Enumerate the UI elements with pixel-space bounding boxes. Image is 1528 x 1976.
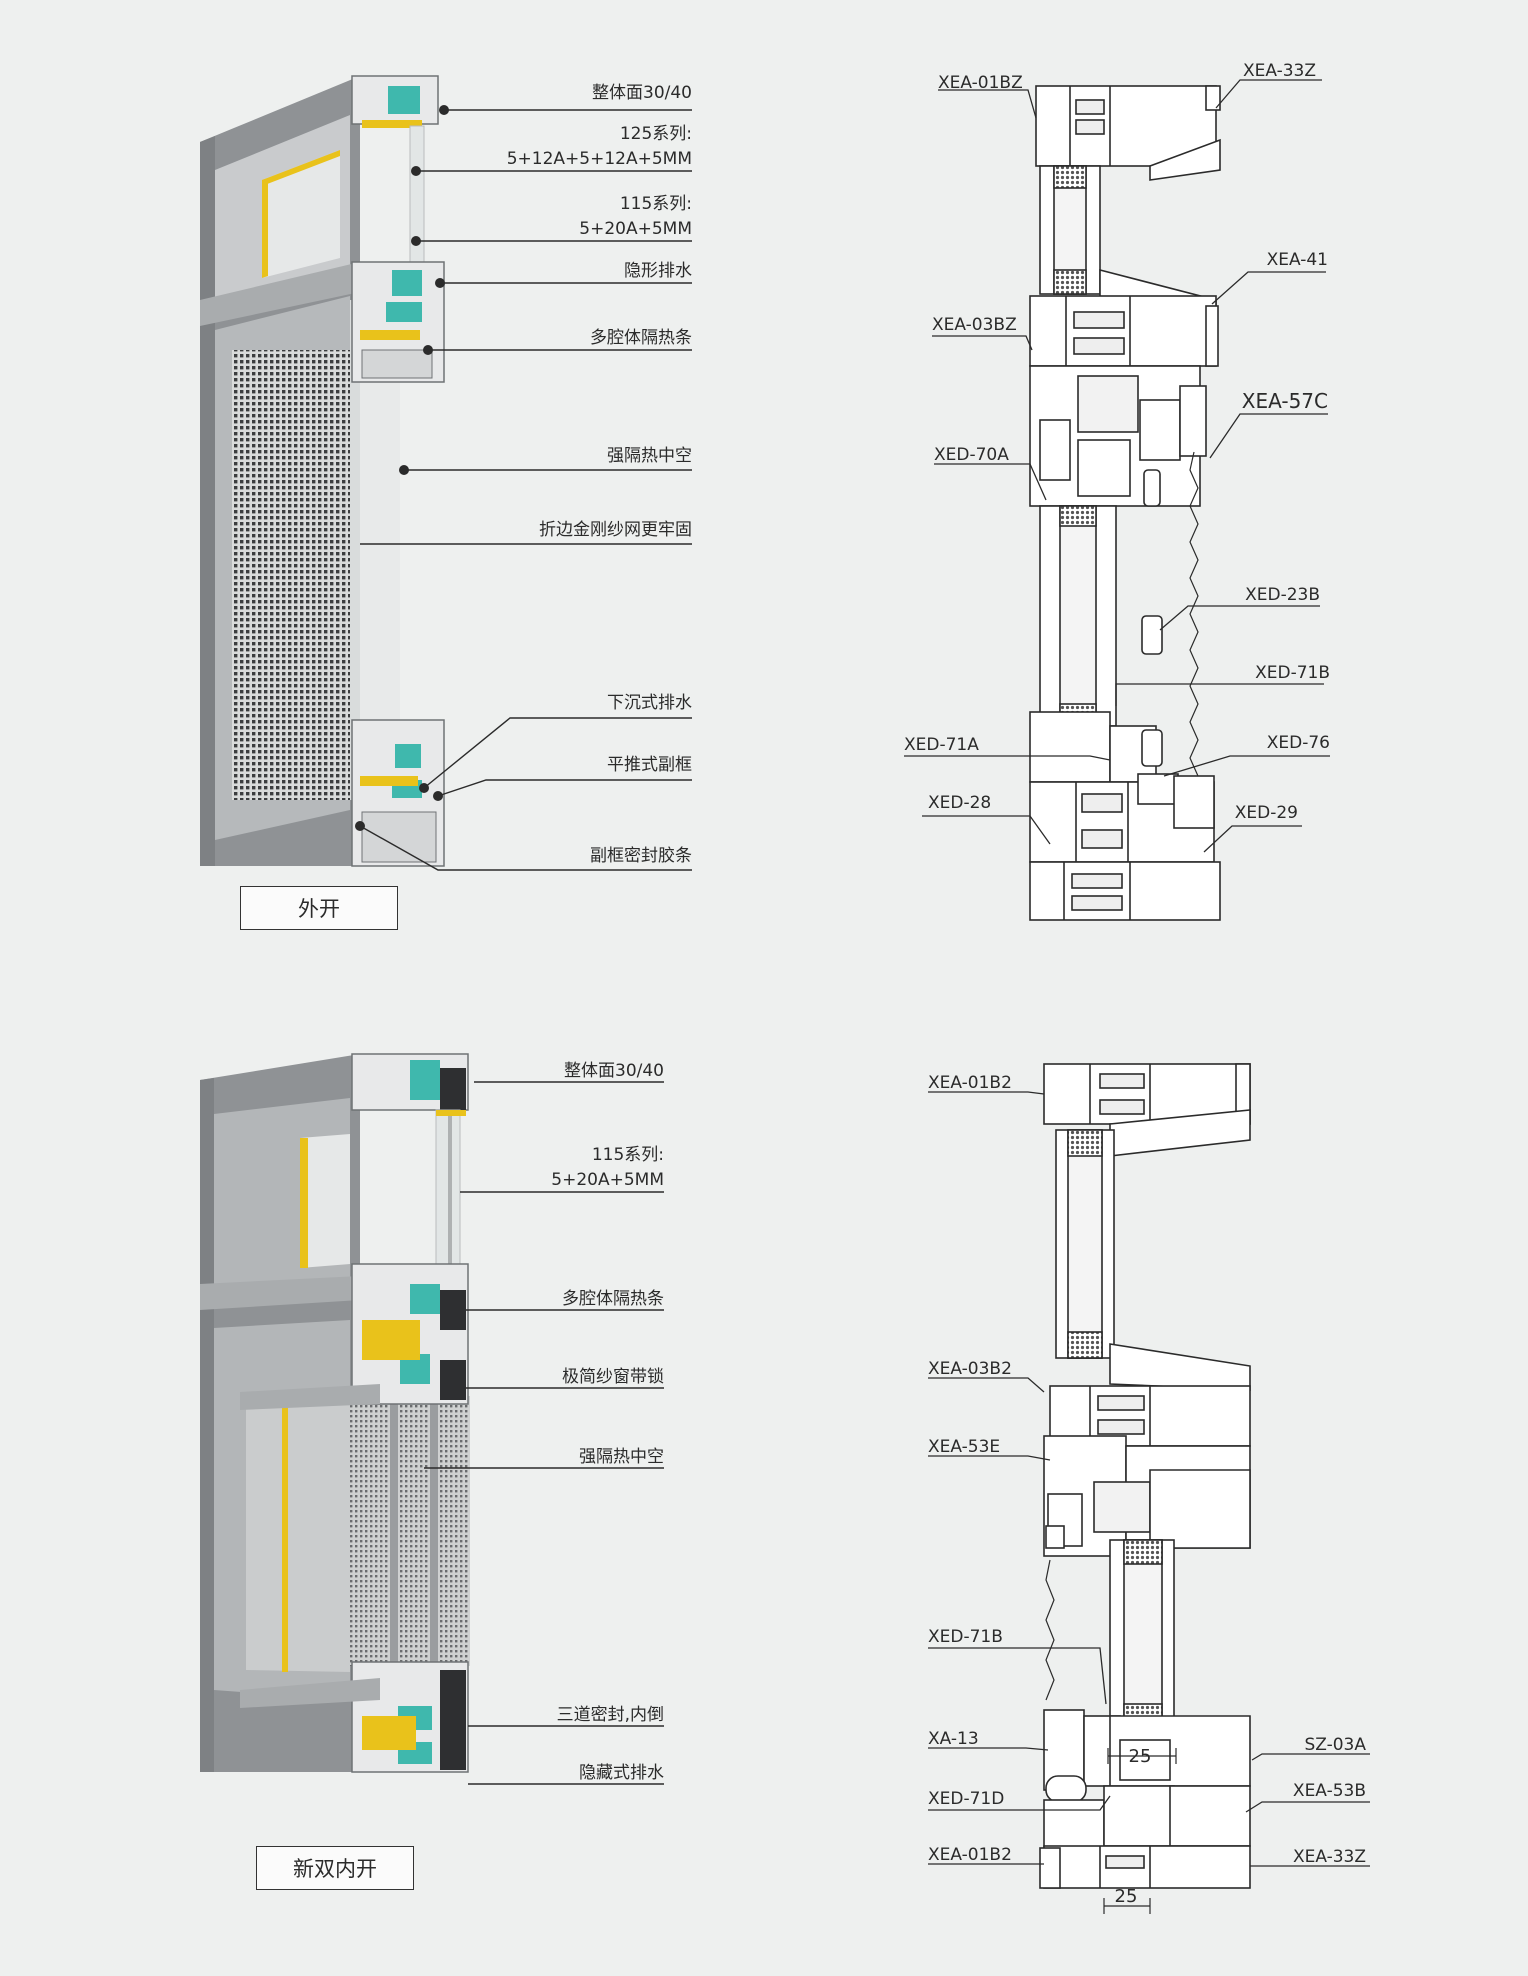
top-render-labels: 整体面30/40 125系列: 5+12A+5+12A+5MM 115系列: 5… (507, 83, 692, 866)
code-xed-29: XED-29 (1235, 803, 1298, 823)
top-render-profile-mid (351, 261, 445, 383)
top-label-mesh: 折边金刚纱网更牢固 (539, 520, 692, 540)
code-xa-13: XA-13 (928, 1729, 979, 1749)
top-render-dots (355, 105, 449, 831)
bottom-section-codes: XEA-01B2 XEA-03B2 XEA-53E XED-71B XA-13 … (928, 1073, 1366, 1867)
top-label-series125: 125系列: (620, 124, 692, 144)
bottom-dimension-lines (1103, 1748, 1177, 1914)
code-xed-71d: XED-71D (928, 1789, 1004, 1809)
code-xea-33z: XEA-33Z (1293, 1847, 1366, 1867)
code-xed-76: XED-76 (1267, 733, 1330, 753)
top-render-profile-top (351, 75, 439, 267)
top-label-insulated-glass: 强隔热中空 (607, 446, 692, 466)
bottom-dimensions: 25 25 (1115, 1746, 1152, 1907)
top-label-series125-glass: 5+12A+5+12A+5MM (507, 149, 692, 169)
top-label-sunken-drain: 下沉式排水 (607, 693, 692, 713)
top-section-leaders (904, 79, 1330, 853)
dimension-upper: 25 (1129, 1746, 1152, 1767)
top-render-profile-bottom (351, 719, 445, 867)
bottom-label-hidden-drain: 隐藏式排水 (579, 1763, 664, 1783)
top-label-series115: 115系列: (620, 194, 692, 214)
bottom-label-series115-glass: 5+20A+5MM (551, 1170, 664, 1190)
code-xea-53b: XEA-53B (1293, 1781, 1366, 1801)
code-xea-33z: XEA-33Z (1243, 61, 1316, 81)
top-label-subframe: 平推式副框 (607, 755, 692, 775)
top-section-drawing (1029, 85, 1221, 921)
bottom-label-series115: 115系列: (592, 1145, 664, 1165)
code-xea-53e: XEA-53E (928, 1437, 1000, 1457)
code-xea-03bz: XEA-03BZ (932, 315, 1017, 335)
code-xed-71a: XED-71A (904, 735, 979, 755)
code-sz-03a: SZ-03A (1304, 1735, 1366, 1755)
top-label-series115-glass: 5+20A+5MM (579, 219, 692, 239)
code-xea-03b2: XEA-03B2 (928, 1359, 1012, 1379)
bottom-label-surface: 整体面30/40 (564, 1061, 664, 1081)
code-xed-23b: XED-23B (1245, 585, 1320, 605)
top-section-codes: XEA-01BZ XEA-33Z XEA-41 XEA-03BZ XEA-57C… (904, 61, 1330, 823)
top-render-leaders (359, 109, 692, 871)
bottom-render-profile-mid (240, 1263, 469, 1410)
bottom-label-insulated-glass: 强隔热中空 (579, 1447, 664, 1467)
bottom-label-thermal-strip: 多腔体隔热条 (562, 1289, 664, 1309)
code-xea-01b2-bottom: XEA-01B2 (928, 1845, 1012, 1865)
top-caption: 外开 (240, 886, 398, 930)
bottom-label-screen-lock: 极简纱窗带锁 (562, 1367, 664, 1387)
code-xea-57c: XEA-57C (1242, 389, 1328, 413)
top-label-subframe-seal: 副框密封胶条 (590, 846, 692, 866)
bottom-render-profile-bottom (240, 1661, 469, 1773)
bottom-render-leaders (424, 1081, 664, 1785)
bottom-section-leaders (928, 1091, 1370, 1867)
bottom-caption: 新双内开 (256, 1846, 414, 1890)
code-xed-70a: XED-70A (934, 445, 1009, 465)
code-xed-71b: XED-71B (928, 1627, 1003, 1647)
bottom-render-profile-top (351, 1053, 469, 1265)
top-label-thermal-strip: 多腔体隔热条 (590, 328, 692, 348)
code-xea-01bz: XEA-01BZ (938, 73, 1023, 93)
code-xed-71b: XED-71B (1255, 663, 1330, 683)
top-label-hidden-drain: 隐形排水 (624, 261, 692, 281)
bottom-section-drawing (1039, 1063, 1251, 1889)
dimension-lower: 25 (1115, 1886, 1138, 1907)
code-xea-01b2-top: XEA-01B2 (928, 1073, 1012, 1093)
bottom-render-labels: 整体面30/40 115系列: 5+20A+5MM 多腔体隔热条 极简纱窗带锁 … (551, 1061, 664, 1783)
code-xea-41: XEA-41 (1267, 250, 1328, 270)
bottom-label-triple-seal: 三道密封,内倒 (557, 1705, 664, 1725)
bottom-render (200, 1053, 470, 1773)
top-render (200, 75, 445, 867)
code-xed-28: XED-28 (928, 793, 991, 813)
top-label-surface: 整体面30/40 (592, 83, 692, 103)
